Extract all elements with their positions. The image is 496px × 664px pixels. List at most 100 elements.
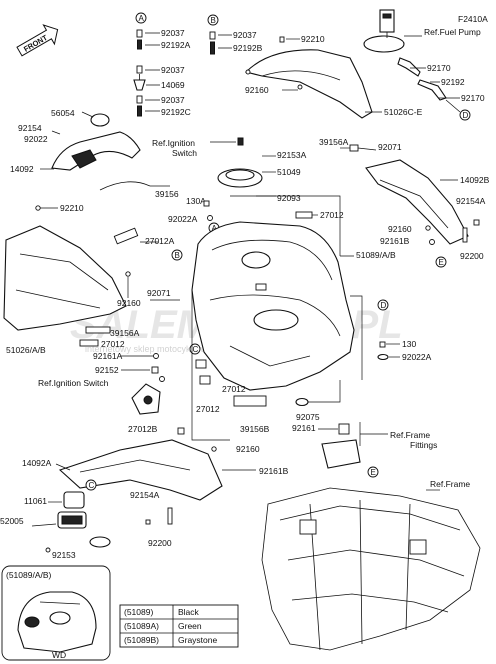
bolt-92154a-bottom [145,519,151,525]
table-cell-part: (51089B) [124,635,159,645]
label-92160: 92160 [117,298,141,308]
callout-c-bottom: C [85,479,97,491]
label-92200: 92200 [148,538,172,548]
fuel-cap-51049 [217,137,263,188]
label-92071: 92071 [147,288,171,298]
label-92161b: 92161B [259,466,289,476]
label-92152: 92152 [95,365,119,375]
label-39156a: 39156A [110,328,140,338]
callout-b-top: B [207,14,219,26]
ref-ignition-top-2: Switch [172,148,197,158]
label-92210: 92210 [60,203,84,213]
foam-27012-top [295,211,313,219]
shroud-14092 [51,131,141,171]
svg-text:C: C [89,481,95,490]
collar-92200-bottom [167,507,173,525]
shroud-14092b [365,159,469,245]
callout-d-top: D [459,109,471,121]
label-27012: 27012 [101,339,125,349]
inset-51089: (51089/A/B) WD [1,565,111,661]
collar-92200-right [462,227,468,243]
label-92200: 92200 [460,251,484,261]
label-52005: 52005 [0,516,24,526]
callout-c-mid: C [189,343,201,355]
label-27012: 27012 [196,404,220,414]
grommet-92160-bottom [211,446,217,452]
ref-frame-fittings-2: Fittings [410,440,437,450]
foam-27012-mid1 [195,359,207,369]
ref-frame-fittings: Ref.Frame [390,430,430,440]
label-14092a: 14092A [22,458,52,468]
hose-assembly-b [209,31,216,55]
label-92037: 92037 [161,28,185,38]
label-130: 130 [402,339,416,349]
seal-39156 [99,181,151,191]
ref-ignition-top: Ref.Ignition [152,138,195,148]
label-92160: 92160 [245,85,269,95]
inset-title: (51089/A/B) [6,570,52,580]
callout-e-right: E [435,256,447,268]
label-92093: 92093 [277,193,301,203]
label-39156: 39156 [155,189,179,199]
side-panel-51026 [3,225,127,331]
table-cell-part: (51089A) [124,621,159,631]
callout-a-top: A [135,12,147,24]
label-92170: 92170 [461,93,485,103]
inset-tag: WD [52,650,66,660]
label-92022a: 92022A [402,352,432,362]
label-27012: 27012 [320,210,344,220]
svg-text:D: D [381,301,387,310]
label-39156a: 39156A [319,137,349,147]
frame-ref [261,487,481,651]
label-130a: 130A [186,196,206,206]
svg-text:C: C [193,345,199,354]
label-92161a: 92161A [93,351,123,361]
washer-92022a [207,215,213,221]
svg-text:D: D [463,111,469,120]
svg-text:A: A [139,14,145,23]
label-11061: 11061 [24,496,47,506]
label-92153a: 92153A [277,150,307,160]
label-51049: 51049 [277,167,301,177]
table-cell-color: Black [178,607,200,617]
label-92161: 92161 [292,423,316,433]
callout-e-bottom: E [367,466,379,478]
color-table: (51089) Black (51089A) Green (51089B) Gr… [119,604,239,648]
label-92071: 92071 [378,142,402,152]
bolt-92154a-right [473,219,480,226]
figure-code: F2410A [458,14,488,24]
label-92170: 92170 [427,63,451,73]
ref-ignition-switch: Ref.Ignition Switch [38,378,109,388]
label-92154: 92154 [18,123,42,133]
label-92192: 92192 [441,77,465,87]
front-direction-arrow: FRONT [16,24,59,57]
washer-92022a-right [377,353,389,361]
svg-text:B: B [211,16,216,25]
svg-text:B: B [175,251,180,260]
label-92160: 92160 [236,444,260,454]
label-92160: 92160 [388,224,412,234]
label-92154a: 92154A [130,490,160,500]
table-cell-part: (51089) [124,607,153,617]
label-56054: 56054 [51,108,75,118]
label-92192c: 92192C [161,107,191,117]
label-92037: 92037 [233,30,257,40]
label-92161b: 92161B [380,236,410,246]
label-51026-a-b: 51026/A/B [6,345,46,355]
label-92192b: 92192B [233,43,263,53]
grommet-92210-left [35,205,41,211]
damper-92161b-right [429,239,435,245]
side-cover-51026c [244,49,373,119]
label-92037: 92037 [161,65,185,75]
label-92154a: 92154A [456,196,486,206]
grommet-56054 [90,113,110,127]
label-14092: 14092 [10,164,34,174]
bracket-27012b [177,427,185,435]
grommet-92160-left [125,271,131,277]
seal-39156a-right [349,144,359,152]
foam-27012-left [79,339,99,347]
grommet-92160-right [425,225,431,231]
foam-27012a [113,227,139,245]
grommet-92210 [279,36,285,43]
